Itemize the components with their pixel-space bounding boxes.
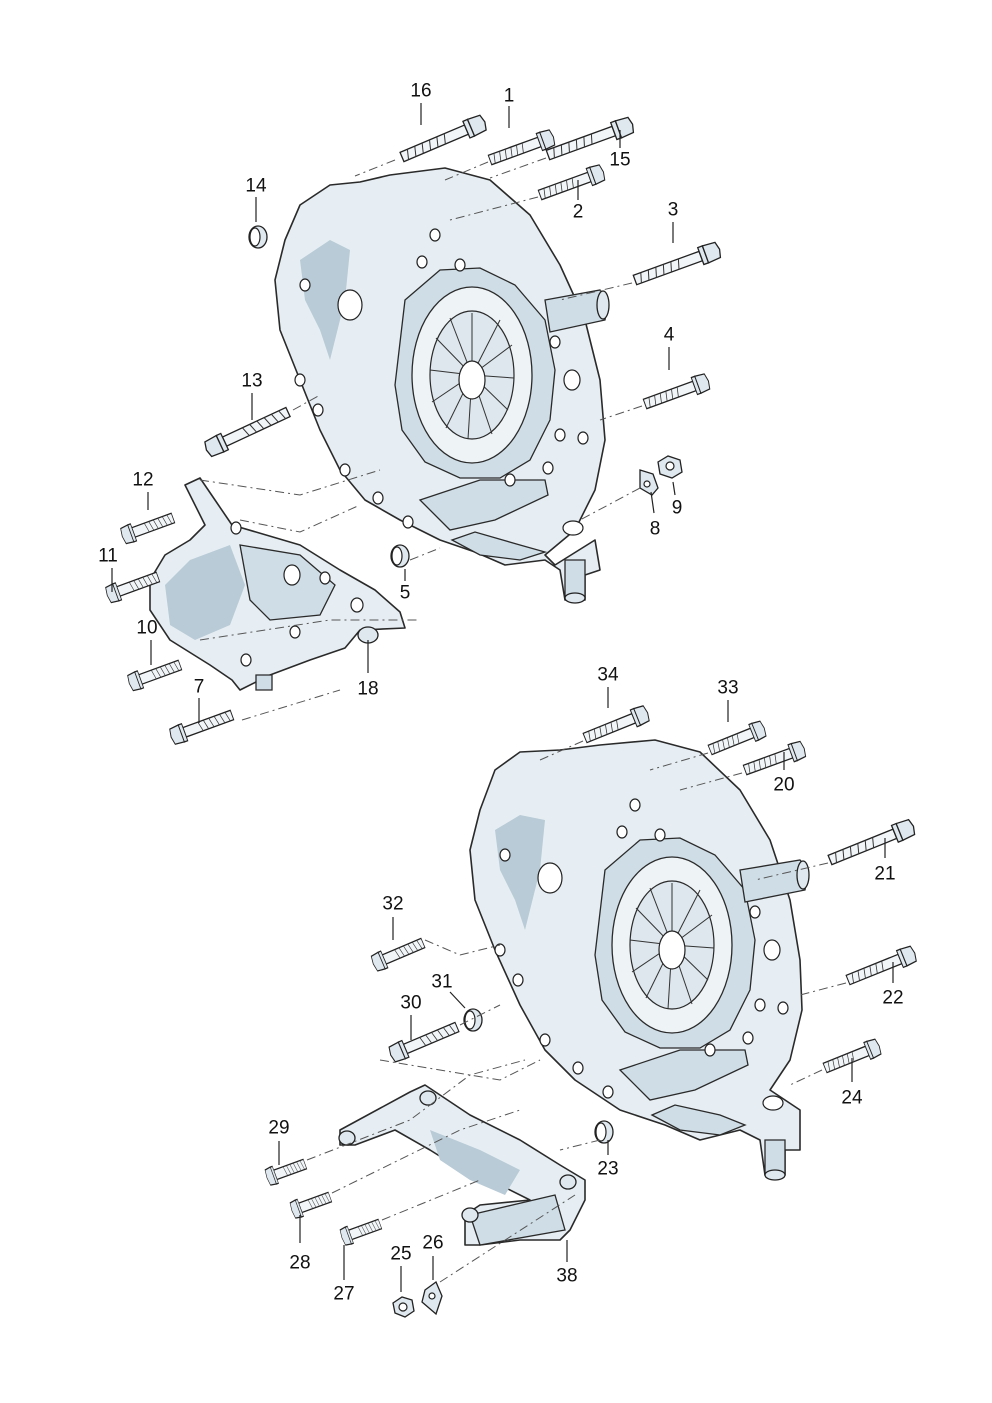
callout-15: 15 <box>609 149 631 171</box>
callout-11: 11 <box>98 545 118 567</box>
lower-fasteners <box>263 703 919 1318</box>
upper-fasteners <box>103 112 724 747</box>
callout-1: 1 <box>503 85 515 107</box>
callout-5: 5 <box>399 582 411 604</box>
callout-27: 27 <box>333 1283 355 1305</box>
callout-24: 24 <box>841 1087 863 1109</box>
upper-dash-lines <box>199 157 643 721</box>
callout-2: 2 <box>572 201 584 223</box>
upper-housing <box>274 167 610 604</box>
callout-14: 14 <box>245 175 267 197</box>
callout-18: 18 <box>357 678 379 700</box>
lower-bracket <box>338 1084 586 1246</box>
callout-31: 31 <box>431 971 453 993</box>
callout-7: 7 <box>193 676 205 698</box>
callout-10: 10 <box>136 617 158 639</box>
callout-32: 32 <box>382 893 404 915</box>
callout-8: 8 <box>649 518 661 540</box>
callout-38: 38 <box>556 1265 578 1287</box>
callout-26: 26 <box>422 1232 444 1254</box>
callout-3: 3 <box>667 199 679 221</box>
callout-30: 30 <box>400 992 422 1014</box>
callout-28: 28 <box>289 1252 311 1274</box>
upper-bracket <box>149 477 406 691</box>
callout-16: 16 <box>410 80 432 102</box>
callout-13: 13 <box>241 370 263 392</box>
callout-9: 9 <box>671 497 683 519</box>
callout-29: 29 <box>268 1117 290 1139</box>
leader-lines <box>111 103 894 1292</box>
callout-23: 23 <box>597 1158 619 1180</box>
callout-12: 12 <box>132 469 154 491</box>
callout-22: 22 <box>882 987 904 1009</box>
callout-4: 4 <box>663 324 675 346</box>
callout-25: 25 <box>390 1243 412 1265</box>
callout-20: 20 <box>773 774 795 796</box>
callout-34: 34 <box>597 664 619 686</box>
callout-33: 33 <box>717 677 739 699</box>
lower-housing <box>469 739 810 1181</box>
callout-21: 21 <box>874 863 896 885</box>
lower-dash-lines <box>306 740 847 1283</box>
